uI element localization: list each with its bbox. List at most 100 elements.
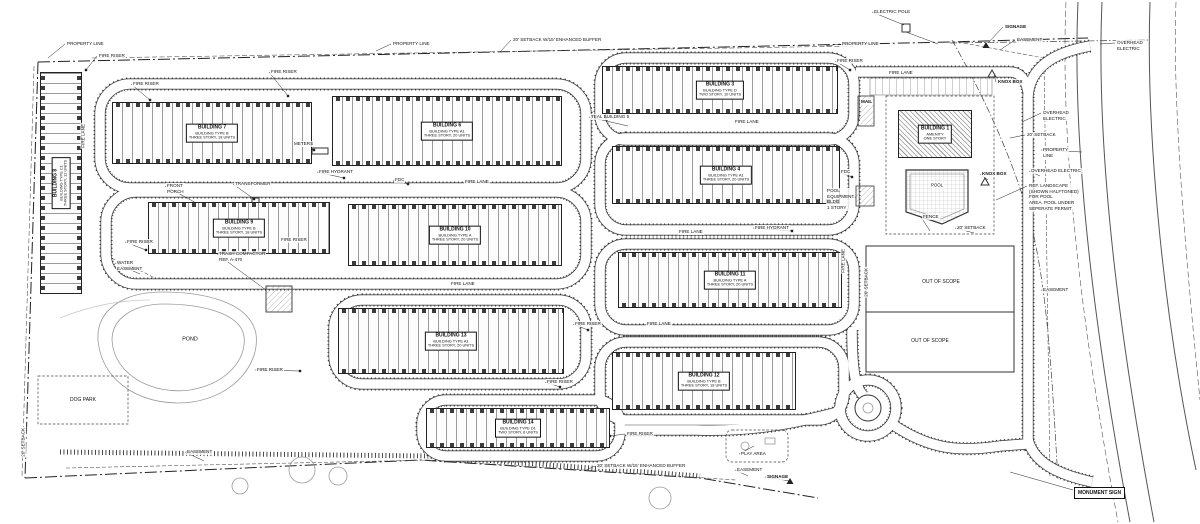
signage-label: SIGNAGE (1004, 24, 1028, 30)
fixture-marker (586, 328, 590, 332)
knox-box-label: KNOX BOX (981, 171, 1008, 177)
fdc-label: FDC (394, 177, 406, 183)
pond-outline (97, 291, 257, 404)
building-name: BUILDING 1 (920, 125, 950, 132)
water-easement-label: WATER EASEMENT (116, 260, 144, 272)
fire-lane-label: FIRE LANE (80, 122, 86, 149)
ref-landscape-shown-halftone-label: REF. LANDSCAPE (SHOWN HALFTONED) FOR POO… (1028, 183, 1080, 212)
play-area-label: PLAY AREA (740, 451, 767, 457)
pool-equipment-bldg-1-story-label: POOL EQUIPMENT BLDG 1 STORY (826, 188, 856, 211)
leader-line (583, 465, 596, 472)
building-name: BUILDING 3 (705, 81, 735, 88)
knox-box-label: KNOX BOX (997, 79, 1024, 85)
building-type: BUILDING TYPE B (195, 130, 229, 136)
transformer-label: TRANSFORMER (234, 181, 272, 187)
building-story: THREE STORY, 12 UNITS (62, 159, 68, 207)
leader-line (268, 71, 289, 97)
dog-park (37, 375, 129, 425)
fire-lane-label: FIRE LANE (464, 179, 490, 185)
building-name: BUILDING 6 (432, 122, 462, 129)
fixture-marker (84, 68, 88, 72)
fire-hydrant-label: FIRE HYDRANT (754, 225, 790, 231)
knox-box-marker (980, 176, 990, 186)
property-line-label: PROPERTY LINE (841, 41, 880, 47)
easement-label: EASEMENT (1042, 287, 1070, 293)
signage-marker (982, 42, 990, 48)
meters-label: METERS (293, 141, 315, 147)
overhead-electric-label: OVERHEAD ELECTRIC (1116, 40, 1144, 52)
building-name: BUILDING 9 (224, 219, 254, 226)
pool-equipment-building (855, 185, 875, 207)
meter-bank (311, 147, 329, 155)
fire-riser-label: FIRE RISER (98, 53, 126, 59)
monument-sign-label: MONUMENT SIGN (1074, 487, 1126, 500)
signage-label: SIGNAGE (766, 474, 790, 480)
fire-riser-label: FIRE RISER (280, 237, 308, 243)
building-type: BUILDING TYPE B (222, 225, 256, 231)
fire-hydrant-label: FIRE HYDRANT (318, 169, 354, 175)
building-type: BUILDING TYPE D1 (500, 425, 536, 431)
fire-riser-label: FIRE RISER (270, 69, 298, 75)
building-name: BUILDING 12 (688, 372, 720, 379)
building-story: THREE STORY, 20 UNITS (702, 176, 750, 182)
fixture-marker (298, 369, 302, 373)
leader-line (85, 55, 98, 71)
overhead-electric-label: OVERHEAD ELECTRIC (1030, 168, 1082, 174)
20-setback-w-15-enhanced-buf-label: 20' SETBACK W/15' ENHANCED BUFFER (512, 37, 603, 43)
fence-label: FENCE (922, 214, 940, 220)
fire-riser-label: FIRE RISER (836, 58, 864, 64)
property-line-label: PROPERTY LINE (1042, 147, 1070, 159)
electric-pole-marker (901, 23, 911, 33)
property-line-label: PROPERTY LINE (66, 41, 105, 47)
fixture-marker (850, 175, 854, 179)
enhanced-buffer (59, 449, 701, 479)
building-story: THREE STORY, 18 UNITS (215, 229, 263, 235)
20-setback-label: 20' SETBACK (1026, 132, 1057, 138)
building-name: BUILDING 10 (439, 226, 471, 233)
building-type: BUILDING TYPE B (687, 378, 721, 384)
fixture-marker (406, 182, 410, 186)
leader-line (1021, 112, 1042, 123)
fdc-label: FDC (840, 169, 852, 175)
pond-inner-contour (111, 303, 245, 392)
building-name: BUILDING 7 (197, 124, 227, 131)
tree (231, 477, 249, 495)
leader-line (1099, 42, 1116, 45)
pool (905, 169, 969, 225)
fixture-marker (144, 248, 148, 252)
leader-line (987, 26, 1004, 44)
easement-line (1043, 57, 1051, 479)
fire-lane-label: FIRE LANE (840, 247, 846, 274)
tree (648, 486, 672, 510)
leader-line (1009, 134, 1026, 139)
leader-line (993, 74, 997, 83)
building-story: THREE STORY, 20 UNITS (706, 281, 754, 287)
trash-compactor-ref-a-470-label: TRASH COMPACTOR REF. A-470 (218, 251, 267, 263)
easement-line (65, 459, 737, 481)
building-name: BUILDING 11 (714, 271, 746, 278)
out-of-scope-label: OUT OF SCOPE (921, 278, 961, 286)
building-story: TWO STORY, 8 UNITS (498, 429, 538, 435)
building-story: TWO STORY, 10 UNITS (698, 91, 742, 97)
pool-label: POOL (929, 182, 945, 188)
out-of-scope-area (865, 245, 1015, 373)
teal-building-5-label: TEAL BUILDING 5 (590, 114, 631, 120)
fire-lane-label: FIRE LANE (646, 321, 672, 327)
fire-riser-label: FIRE RISER (626, 431, 654, 437)
building-name: BUILDING 14 (502, 419, 534, 426)
fixture-marker (558, 385, 562, 389)
fire-riser-label: FIRE RISER (574, 321, 602, 327)
building-story: THREE STORY, 20 UNITS (423, 132, 471, 138)
building-story: ONE STORY (923, 135, 947, 141)
